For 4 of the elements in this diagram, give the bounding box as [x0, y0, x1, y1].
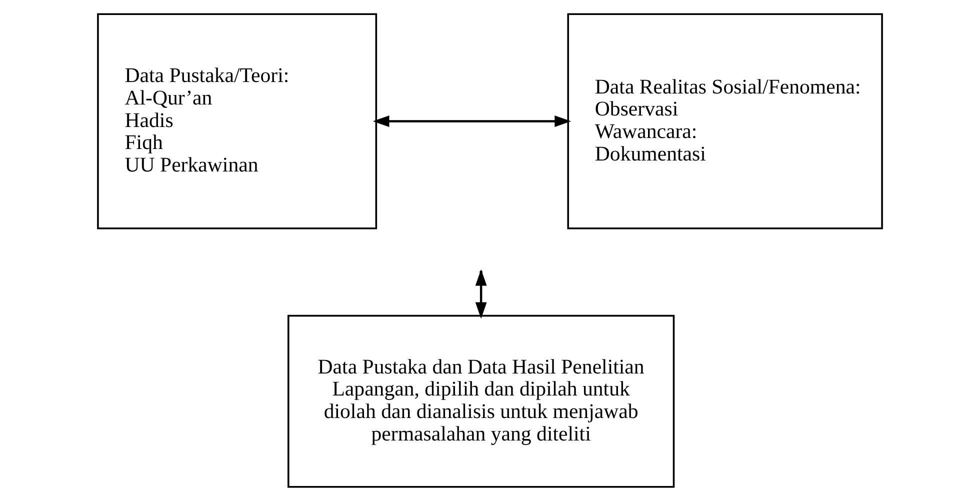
node-box: Data Pustaka dan Data Hasil Penelitian Lapangan, dipilih dan dipilah untuk diolah dan dianalisis untuk menjawab permasalahan yang diteliti — [287, 314, 674, 488]
node-box: Data Pustaka/Teori: Al-Qur’an Hadis Fiqh UU Perkawinan — [96, 13, 377, 230]
arrow — [372, 116, 571, 127]
node-box: Data Realitas Sosial/Fenomena: Observasi Wawancara: Dokumentasi — [566, 13, 882, 230]
